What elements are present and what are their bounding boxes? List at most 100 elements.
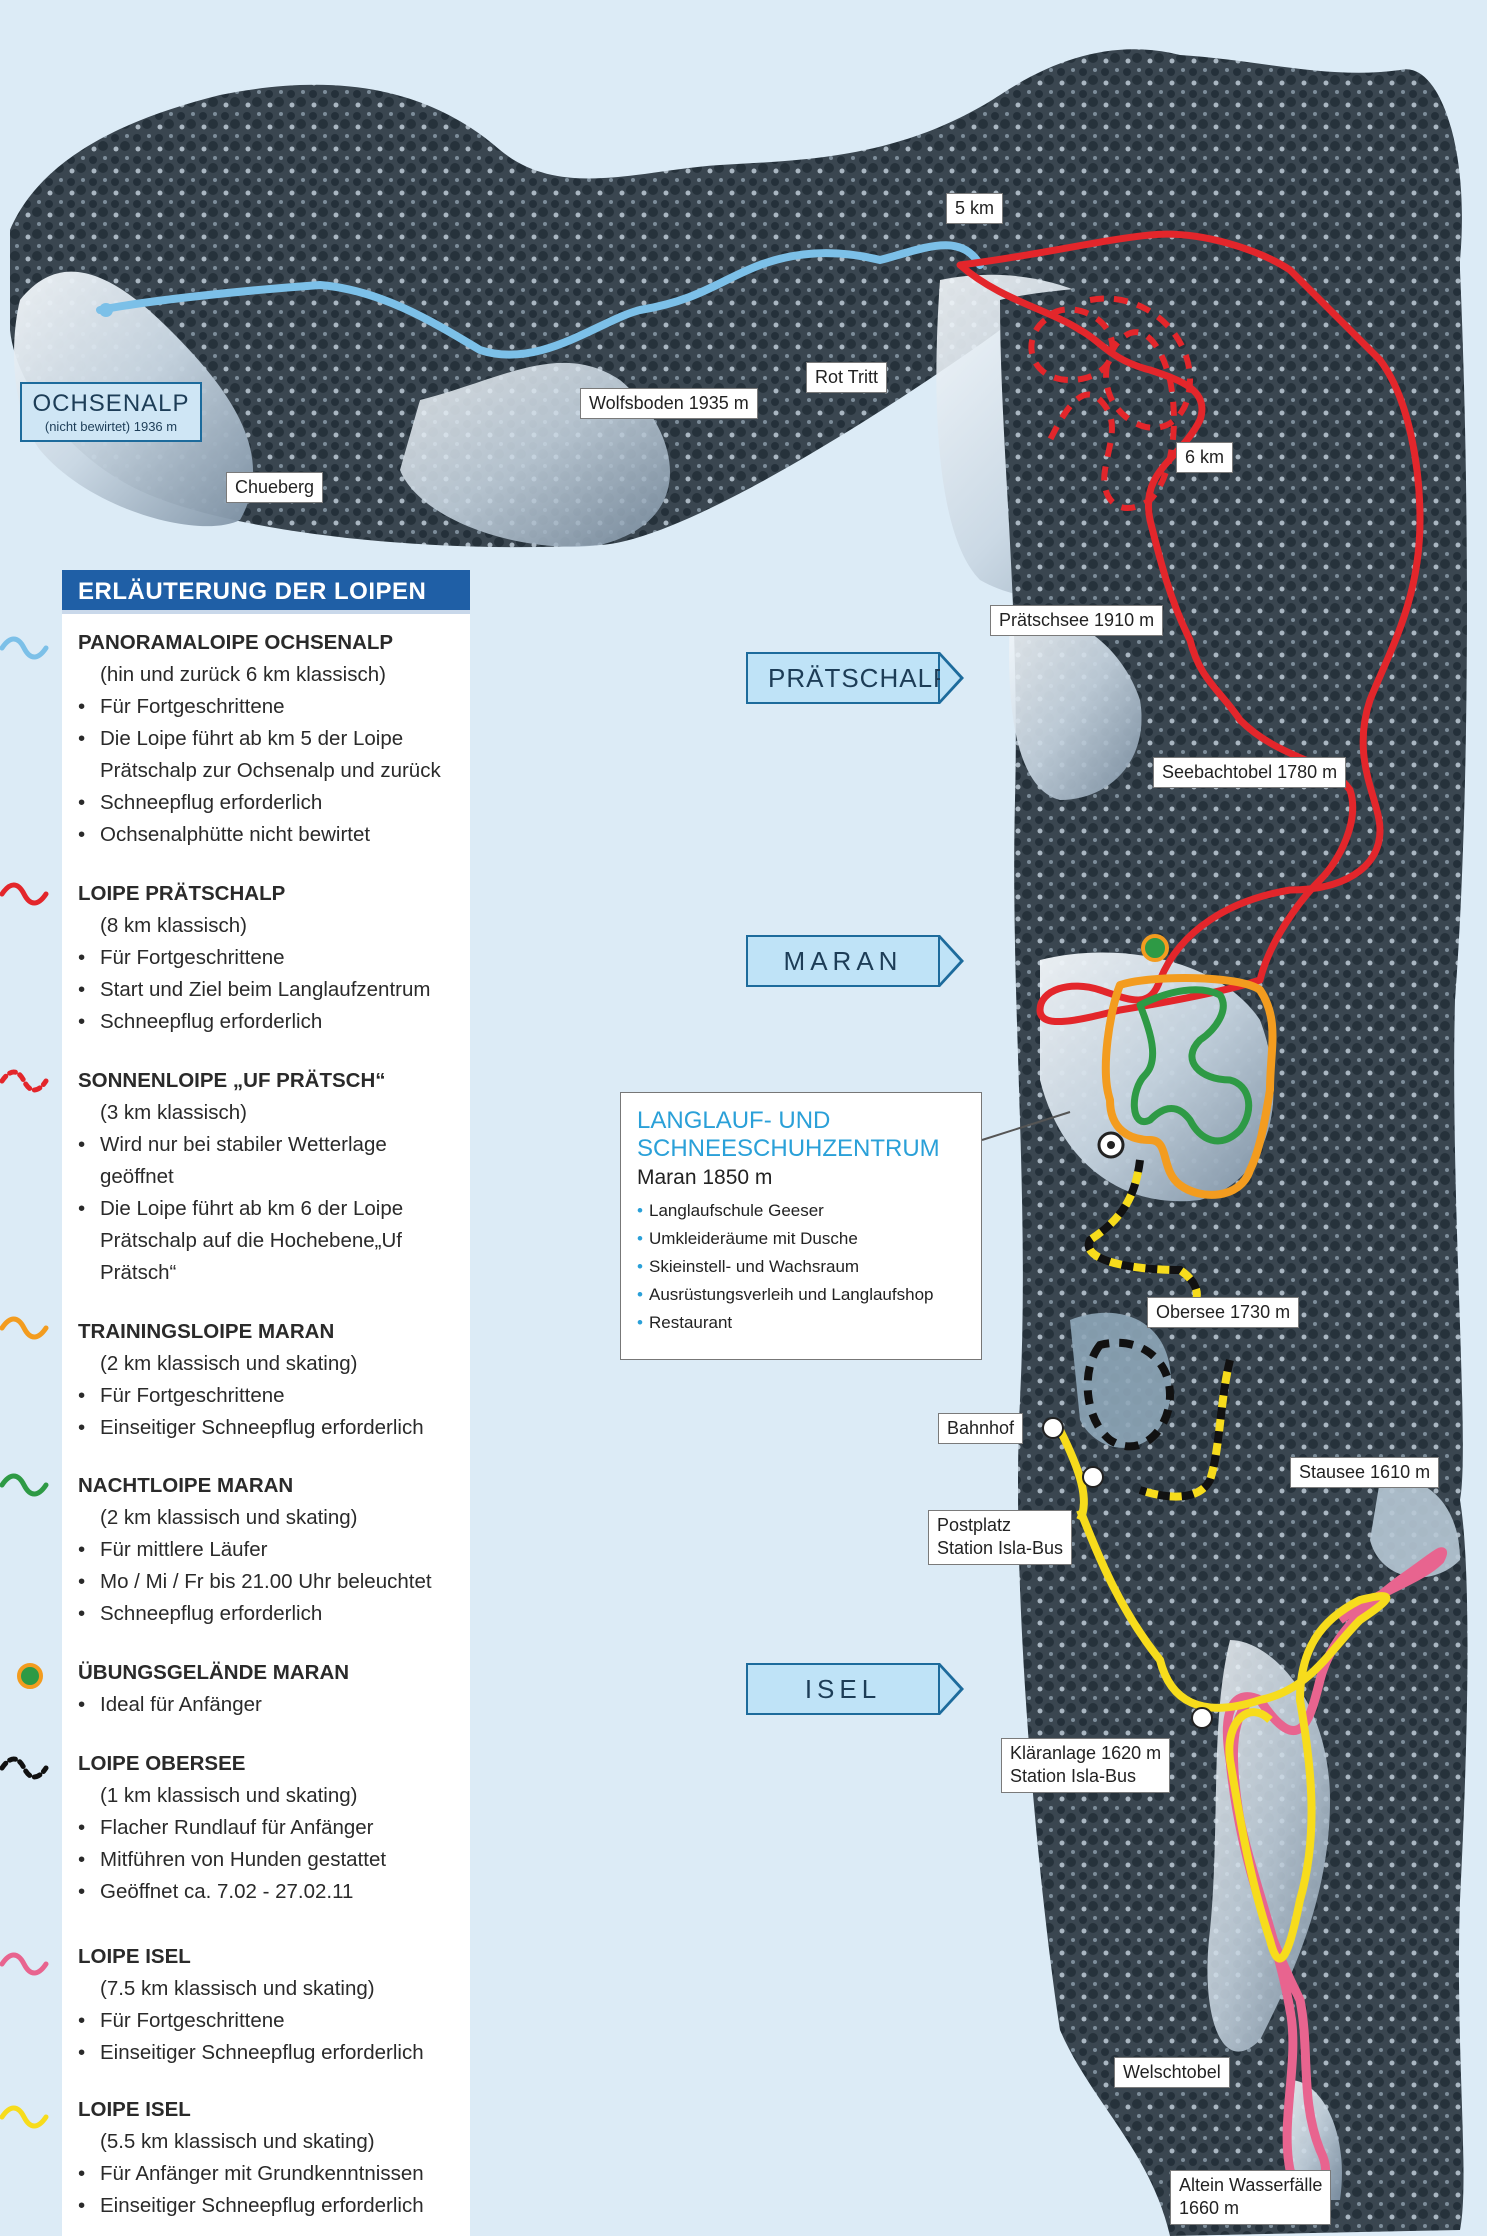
legend-header: ERLÄUTERUNG DER LOIPEN: [62, 570, 470, 614]
legend-cont: geöffnet: [100, 1165, 174, 1188]
legend-title: PANORAMALOIPE OCHSENALP: [78, 631, 394, 654]
zone-isel: ISEL: [746, 1663, 964, 1715]
zone-maran: MARAN: [746, 935, 964, 987]
postplatz-line2: Station Isla-Bus: [937, 1538, 1064, 1559]
ochsenalp-title: OCHSENALP: [32, 390, 190, 417]
legend-sub: (3 km klassisch): [100, 1101, 247, 1124]
label-praetschsee: Prätschsee 1910 m: [990, 605, 1164, 637]
legend-sub: (1 km klassisch und skating): [100, 1784, 358, 1807]
legend-sub: (8 km klassisch): [100, 914, 247, 937]
bahnhof-marker: [1042, 1417, 1064, 1439]
legend-bullet: Für Fortgeschrittene: [78, 691, 468, 723]
legend-bullet: Für Fortgeschrittene: [78, 942, 468, 974]
symbol-praetschalp: [0, 882, 49, 906]
label-wolfsboden: Wolfsboden 1935 m: [580, 388, 758, 420]
ochsenalp-sub: (nicht bewirtet) 1936 m: [44, 419, 178, 435]
label-5km: 5 km: [946, 193, 1004, 225]
klaeranlage-line2: Station Isla-Bus: [1010, 1766, 1137, 1787]
legend-title: LOIPE OBERSEE: [78, 1752, 246, 1775]
legend-cont: Prätschalp auf die Hochebene„Uf: [100, 1229, 402, 1252]
klaeranlage-line1: Kläranlage 1620 m: [1010, 1743, 1162, 1763]
legend-bullet: Für Anfänger mit Grundkenntnissen: [78, 2158, 468, 2190]
legend-bullet: Mo / Mi / Fr bis 21.00 Uhr beleuchtet: [78, 1566, 468, 1598]
legend-bullet: Schneepflug erforderlich: [78, 787, 468, 819]
legend-cont: Prätschalp zur Ochsenalp und zurück: [100, 759, 441, 782]
uebungsgelaende-marker: [1141, 934, 1169, 962]
center-item: Umkleideräume mit Dusche: [637, 1225, 965, 1253]
legend-title: NACHTLOIPE MARAN: [78, 1474, 294, 1497]
klaeranlage-marker: [1191, 1707, 1213, 1729]
legend-title: SONNENLOIPE „UF PRÄTSCH“: [78, 1069, 386, 1092]
legend-bullet: Flacher Rundlauf für Anfänger: [78, 1812, 468, 1844]
symbol-isel-pink: [0, 1952, 49, 1976]
label-altein: Altein Wasserfälle 1660 m: [1170, 2170, 1332, 2225]
legend-entry-sonnenloipe: SONNENLOIPE „UF PRÄTSCH“ (3 km klassisch…: [78, 1065, 468, 1289]
legend-bullet: Geöffnet ca. 7.02 - 27.02.11: [78, 1876, 468, 1908]
legend-bullet: Die Loipe führt ab km 5 der Loipe: [78, 723, 468, 755]
legend-entry-obersee: LOIPE OBERSEE (1 km klassisch und skatin…: [78, 1748, 468, 1908]
legend-bullet: Mitführen von Hunden gestattet: [78, 1844, 468, 1876]
trail-training: [1101, 974, 1277, 1199]
label-postplatz: Postplatz Station Isla-Bus: [928, 1510, 1073, 1565]
legend-bullet: Einseitiger Schneepflug erforderlich: [78, 2037, 468, 2069]
postplatz-marker: [1082, 1466, 1104, 1488]
legend-title: LOIPE ISEL: [78, 1945, 191, 1968]
legend-sub: (2 km klassisch und skating): [100, 1352, 358, 1375]
trail-praetschalp: [956, 230, 1424, 1025]
label-welschtobel: Welschtobel: [1114, 2057, 1230, 2089]
legend-bullet: Ochsenalphütte nicht bewirtet: [78, 819, 468, 851]
symbol-uebungsgelaende: [17, 1663, 43, 1689]
center-item: Restaurant: [637, 1309, 965, 1337]
legend-bullet: Start und Ziel beim Langlaufzentrum: [78, 974, 468, 1006]
label-obersee: Obersee 1730 m: [1147, 1297, 1300, 1329]
trail-nacht: [1130, 986, 1253, 1145]
zone-isel-label: ISEL: [804, 1674, 882, 1704]
symbol-training: [0, 1316, 49, 1340]
langlaufzentrum-box: LANGLAUF- UND SCHNEESCHUHZENTRUM Maran 1…: [620, 1092, 982, 1360]
legend-bullet: Ideal für Anfänger: [78, 1689, 468, 1721]
legend-entry-isel-yellow: LOIPE ISEL (5.5 km klassisch und skating…: [78, 2094, 468, 2222]
legend-sub: (7.5 km klassisch und skating): [100, 1977, 375, 2000]
symbol-nacht: [0, 1473, 49, 1497]
legend-title: LOIPE PRÄTSCHALP: [78, 882, 286, 905]
legend-entry-uebungsgelaende: ÜBUNGSGELÄNDE MARAN Ideal für Anfänger: [78, 1657, 468, 1721]
legend-bullet: Einseitiger Schneepflug erforderlich: [78, 2190, 468, 2222]
zone-praetschalp: PRÄTSCHALP: [746, 652, 964, 704]
center-subtitle: Maran 1850 m: [637, 1166, 773, 1189]
label-stausee: Stausee 1610 m: [1290, 1457, 1440, 1489]
label-seebachtobel: Seebachtobel 1780 m: [1153, 757, 1347, 789]
legend-title: ÜBUNGSGELÄNDE MARAN: [78, 1661, 350, 1684]
symbol-sonnenloipe: [0, 1069, 49, 1093]
label-ochsenalp: OCHSENALP (nicht bewirtet) 1936 m: [20, 382, 202, 443]
legend-entry-panorama: PANORAMALOIPE OCHSENALP (hin und zurück …: [78, 627, 468, 851]
legend-bullet: Schneepflug erforderlich: [78, 1598, 468, 1630]
zone-praetschalp-label: PRÄTSCHALP: [768, 663, 952, 693]
legend-cont: Prätsch“: [100, 1261, 177, 1284]
legend-bullet: Schneepflug erforderlich: [78, 1006, 468, 1038]
legend-sub: (2 km klassisch und skating): [100, 1506, 358, 1529]
center-title-2: SCHNEESCHUHZENTRUM: [637, 1135, 940, 1162]
legend-entry-nacht: NACHTLOIPE MARAN (2 km klassisch und ska…: [78, 1470, 468, 1630]
legend-bullet: Für mittlere Läufer: [78, 1534, 468, 1566]
label-klaeranlage: Kläranlage 1620 m Station Isla-Bus: [1001, 1738, 1171, 1793]
label-bahnhof: Bahnhof: [938, 1413, 1024, 1445]
postplatz-line1: Postplatz: [937, 1515, 1012, 1535]
symbol-isel-yellow: [0, 2105, 49, 2129]
legend-title: LOIPE ISEL: [78, 2098, 191, 2121]
label-rot-tritt: Rot Tritt: [806, 362, 888, 394]
symbol-obersee: [0, 1756, 49, 1780]
legend-bullet: Einseitiger Schneepflug erforderlich: [78, 1412, 468, 1444]
legend-bullet: Wird nur bei stabiler Wetterlage: [78, 1129, 468, 1161]
altein-line2: 1660 m: [1179, 2198, 1240, 2219]
legend-bullet: Für Fortgeschrittene: [78, 2005, 468, 2037]
symbol-panorama: [0, 636, 49, 660]
zone-maran-label: MARAN: [783, 946, 903, 976]
label-chueberg: Chueberg: [226, 472, 324, 504]
legend-entry-praetschalp: LOIPE PRÄTSCHALP (8 km klassisch) Für Fo…: [78, 878, 468, 1038]
trail-sonnenloipe: [1028, 295, 1194, 512]
legend-entry-isel-pink: LOIPE ISEL (7.5 km klassisch und skating…: [78, 1941, 468, 2069]
legend-bullet: Für Fortgeschrittene: [78, 1380, 468, 1412]
center-title-1: LANGLAUF- UND: [637, 1107, 831, 1134]
trail-isel-yellow: [1076, 1508, 1391, 1963]
